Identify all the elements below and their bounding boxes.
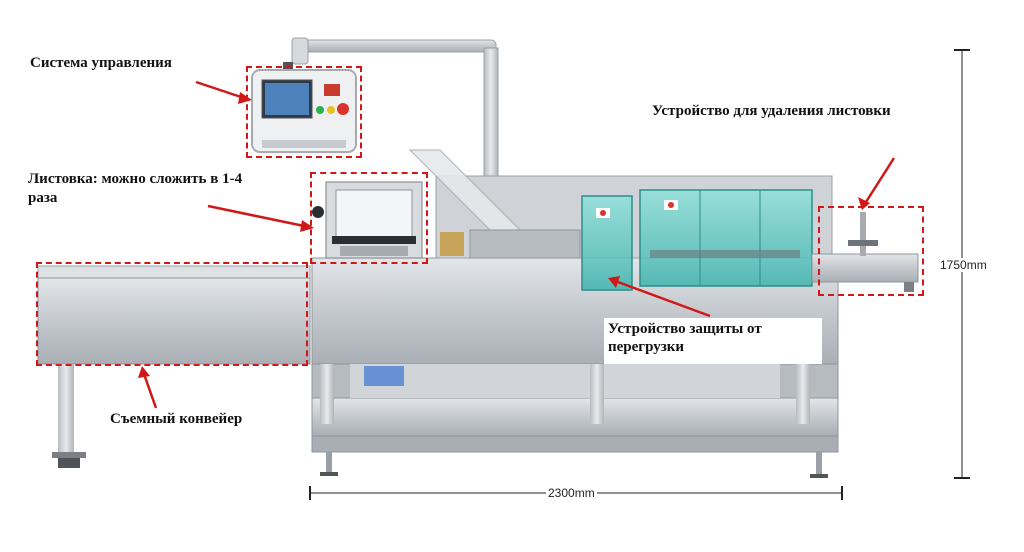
leaflet-folder (312, 181, 423, 259)
label-leaflet-fold-line2: раза (28, 190, 58, 206)
callout-arrows (138, 80, 896, 409)
overload-guard (581, 195, 633, 291)
label-conveyor: Съемный конвейер (110, 411, 243, 427)
highlight-conveyor (36, 262, 308, 366)
removable-conveyor (37, 265, 311, 468)
label-leaflet-removal: Устройство для удаления листовки (652, 103, 891, 119)
dimension-width: 2300mm (546, 486, 597, 500)
label-overload-line2: перегрузки (608, 339, 685, 355)
highlight-leaflet-removal (818, 206, 924, 296)
highlight-control-panel (246, 66, 362, 158)
label-overload-line1: Устройство защиты от (608, 321, 762, 337)
control-arm (283, 37, 499, 189)
label-leaflet-fold-line1: Листовка: можно сложить в 1-4 (28, 171, 243, 187)
label-control-system: Система управления (30, 55, 172, 71)
highlight-leaflet-folder (310, 172, 428, 264)
leaflet-removal-device (811, 212, 919, 292)
label-overload-protection: Устройство защиты от перегрузки (604, 318, 822, 364)
machine-legs (320, 364, 828, 478)
cartoning-guard (639, 189, 813, 287)
dimension-height: 1750mm (938, 258, 989, 272)
control-panel (251, 69, 357, 153)
